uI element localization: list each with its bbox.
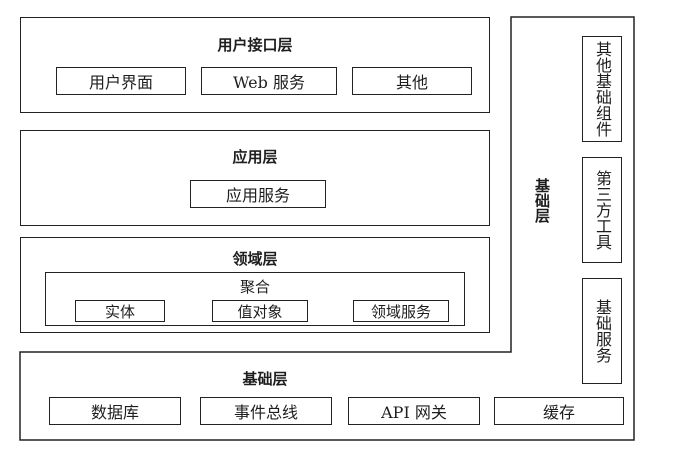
user-interface-box: 用户界面: [56, 67, 186, 95]
basic-services-box: 基础服务: [582, 278, 622, 384]
application-layer: [20, 130, 490, 226]
aggregate-box: [45, 272, 465, 326]
aggregate-title: 聚合: [239, 278, 270, 296]
api-gateway-box: API 网关: [348, 397, 480, 425]
event-bus-box: 事件总线: [200, 397, 332, 425]
web-service-box: Web 服务: [201, 67, 337, 95]
other-box: 其他: [352, 67, 472, 95]
cache-box: 缓存: [494, 397, 624, 425]
application-service-box: 应用服务: [190, 180, 326, 208]
user-interface-layer: [20, 17, 490, 113]
user-interface-layer-title: 用户接口层: [217, 36, 293, 54]
domain-service-box: 领域服务: [353, 300, 449, 322]
value-object-box: 值对象: [212, 300, 308, 322]
infra-layer-side-title: 基础层: [533, 178, 551, 223]
domain-layer: [20, 237, 490, 333]
third-party-tools-box: 第三方工具: [582, 157, 622, 263]
application-layer-title: 应用层: [232, 148, 278, 166]
domain-layer-title: 领域层: [232, 250, 278, 268]
database-box: 数据库: [49, 397, 181, 425]
other-infra-components-box: 其他基础组件: [582, 36, 622, 142]
infra-layer-title: 基础层: [242, 370, 288, 388]
entity-box: 实体: [75, 300, 165, 322]
